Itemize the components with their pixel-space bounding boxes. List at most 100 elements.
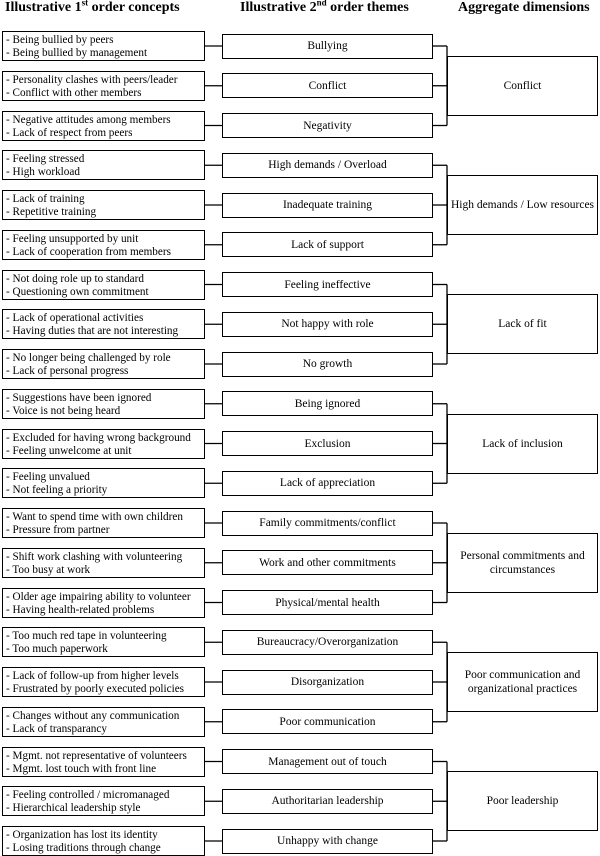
concept-text: - Organization has lost its identity xyxy=(6,829,158,841)
theme-box: Lack of appreciation xyxy=(222,470,433,496)
header-superscript: st xyxy=(81,0,89,8)
theme-box: Feeling ineffective xyxy=(222,272,433,297)
dimension-box: High demands / Low resources xyxy=(447,175,598,235)
concept-text: - Lack of respect from peers xyxy=(6,126,133,139)
concept-box: - Feeling unsupported by unit- Lack of c… xyxy=(2,229,205,260)
dimension-box: Lack of inclusion xyxy=(447,413,598,474)
concept-box: - Older age impairing ability to volunte… xyxy=(2,587,205,618)
concept-text: - Being bullied by management xyxy=(6,47,148,59)
concept-text: - Negative attitudes among members xyxy=(6,113,171,126)
header-aggregate-dimensions: Aggregate dimensions xyxy=(458,0,590,15)
concept-box: - Lack of training- Repetitive training xyxy=(2,190,205,220)
concept-box: - Feeling stressed- High workload xyxy=(2,150,205,181)
theme-box: Management out of touch xyxy=(222,749,433,774)
concept-box: - Suggestions have been ignored- Voice i… xyxy=(2,388,205,419)
concept-text: - Being bullied by peers xyxy=(6,34,114,46)
header-superscript: nd xyxy=(316,0,327,8)
concept-text: - Frustrated by poorly executed policies xyxy=(6,683,185,695)
theme-box: Conflict xyxy=(222,73,433,99)
theme-box: Negativity xyxy=(222,113,433,138)
concept-box: - Lack of operational activities- Having… xyxy=(2,309,205,340)
dimension-box: Poor leadership xyxy=(447,771,598,832)
concept-text: - Lack of transparancy xyxy=(6,722,107,735)
concept-text: - Not doing role up to standard xyxy=(6,272,144,285)
concept-text: - Too busy at work xyxy=(6,563,91,576)
concept-text: - Mgmt. lost touch with front line xyxy=(6,762,157,775)
concept-box: - Mgmt. not representative of volunteers… xyxy=(2,746,205,777)
theme-box: Bullying xyxy=(222,33,433,59)
concept-box: - Personality clashes with peers/leader-… xyxy=(2,70,205,101)
concept-box: - Want to spend time with own children- … xyxy=(2,508,205,538)
concept-text: - Personality clashes with peers/leader xyxy=(6,73,178,86)
concept-text: - Conflict with other members xyxy=(6,86,142,99)
concept-text: - Voice is not being heard xyxy=(6,404,121,417)
concept-text: - High workload xyxy=(6,166,80,179)
concept-text: - Feeling unvalued xyxy=(6,471,90,484)
theme-box: No growth xyxy=(222,351,433,377)
theme-box: Bureaucracy/Overorganization xyxy=(222,629,433,655)
concept-text: - Feeling unwelcome at unit xyxy=(6,444,132,457)
concept-box: - Lack of follow-up from higher levels- … xyxy=(2,667,205,697)
theme-box: Unhappy with change xyxy=(222,828,433,854)
header-text: order concepts xyxy=(88,0,180,15)
theme-box: Lack of support xyxy=(222,232,433,258)
concept-text: - Questioning own commitment xyxy=(6,285,149,298)
concept-text: - Not feeling a priority xyxy=(6,484,108,497)
concept-text: - Lack of personal progress xyxy=(6,365,129,377)
header-text: Illustrative 1 xyxy=(5,0,82,15)
concept-box: - Organization has lost its identity- Lo… xyxy=(2,826,205,856)
concept-text: - Lack of training xyxy=(6,193,85,205)
concept-box: - Not doing role up to standard- Questio… xyxy=(2,269,205,300)
concept-text: - Repetitive training xyxy=(6,206,97,218)
concept-text: - Too much paperwork xyxy=(6,643,108,656)
concept-text: - Having duties that are not interesting xyxy=(6,325,179,338)
concept-text: - Pressure from partner xyxy=(6,524,110,536)
concept-text: - Lack of operational activities xyxy=(6,312,144,325)
dimension-box: Conflict xyxy=(447,55,598,116)
dimension-box: Personal commitments and circumstances xyxy=(447,532,598,593)
theme-box: Poor communication xyxy=(222,709,433,735)
concept-text: - Hierarchical leadership style xyxy=(6,802,141,815)
concept-text: - Want to spend time with own children xyxy=(6,511,183,523)
concept-box: - Negative attitudes among members- Lack… xyxy=(2,110,205,141)
header-text: order themes xyxy=(326,0,409,15)
concept-text: - Feeling unsupported by unit xyxy=(6,232,139,245)
dimension-box: Poor communication and organizational pr… xyxy=(447,652,598,712)
dimension-box: Lack of fit xyxy=(447,294,598,355)
concept-text: - Having health-related problems xyxy=(6,603,155,616)
header-first-order-concepts: Illustrative 1st order concepts xyxy=(5,0,180,16)
theme-box: Authoritarian leadership xyxy=(222,788,433,814)
concept-box: - Excluded for having wrong background- … xyxy=(2,428,205,459)
concept-text: - Feeling stressed xyxy=(6,153,85,166)
concept-text: - Changes without any communication xyxy=(6,709,180,722)
concept-box: - Changes without any communication- Lac… xyxy=(2,706,205,737)
concept-text: - No longer being challenged by role xyxy=(6,352,171,364)
concept-text: - Too much red tape in volunteering xyxy=(6,630,167,643)
header-second-order-themes: Illustrative 2nd order themes xyxy=(240,0,409,16)
concept-text: - Mgmt. not representative of volunteers xyxy=(6,749,187,762)
theme-box: Not happy with role xyxy=(222,311,433,337)
theme-box: Disorganization xyxy=(222,669,433,695)
concept-text: - Shift work clashing with volunteering xyxy=(6,550,183,563)
header-text: Illustrative 2 xyxy=(240,0,317,15)
concept-box: - Feeling controlled / micromanaged- Hie… xyxy=(2,786,205,817)
theme-box: Being ignored xyxy=(222,391,433,417)
concept-box: - Being bullied by peers- Being bullied … xyxy=(2,31,205,61)
concept-text: - Feeling controlled / micromanaged xyxy=(6,789,170,802)
theme-box: Family commitments/conflict xyxy=(222,510,433,536)
concept-text: - Excluded for having wrong background xyxy=(6,431,191,444)
theme-box: Inadequate training xyxy=(222,192,433,218)
concept-text: - Lack of cooperation from members xyxy=(6,245,171,258)
concept-box: - Feeling unvalued- Not feeling a priori… xyxy=(2,468,205,499)
theme-box: Work and other commitments xyxy=(222,550,433,576)
theme-box: Exclusion xyxy=(222,431,433,456)
concept-box: - Shift work clashing with volunteering-… xyxy=(2,547,205,578)
concept-text: - Older age impairing ability to volunte… xyxy=(6,590,191,603)
concept-text: - Losing traditions through change xyxy=(6,842,161,854)
theme-box: High demands / Overload xyxy=(222,152,433,178)
concept-box: - No longer being challenged by role- La… xyxy=(2,349,205,379)
concept-text: - Suggestions have been ignored xyxy=(6,391,152,404)
concept-box: - Too much red tape in volunteering- Too… xyxy=(2,627,205,658)
concept-text: - Lack of follow-up from higher levels xyxy=(6,670,179,682)
theme-box: Physical/mental health xyxy=(222,590,433,615)
